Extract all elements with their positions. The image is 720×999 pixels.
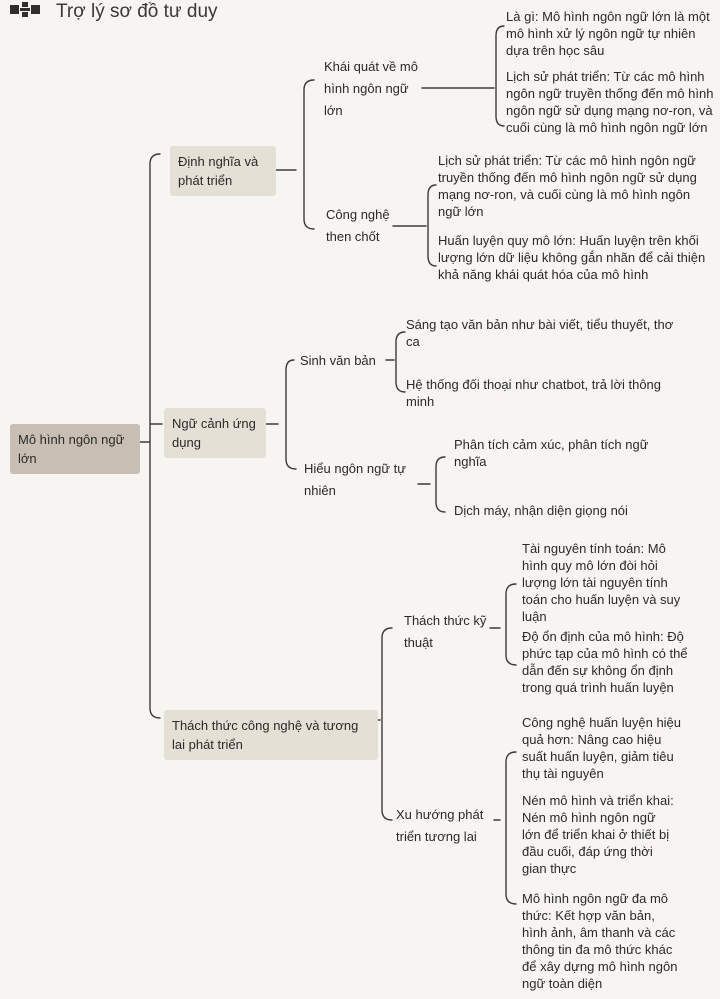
root-node[interactable]: Mô hình ngôn ngữ lớn <box>10 424 140 474</box>
root-label: Mô hình ngôn ngữ lớn <box>18 432 125 466</box>
leaf-what-is-llm[interactable]: Là gì: Mô hình ngôn ngữ lớn là một mô hì… <box>506 8 711 59</box>
node-future-trends[interactable]: Xu hướng phát triển tương lai <box>396 804 498 848</box>
leaf-translation-speech[interactable]: Dịch máy, nhận diện giọng nói <box>454 502 704 519</box>
leaf-text: Là gì: Mô hình ngôn ngữ lớn là một mô hì… <box>506 9 710 58</box>
node-key-technology[interactable]: Công nghệ then chốt <box>326 204 400 248</box>
branch-applications[interactable]: Ngữ cảnh ứng dụng <box>164 408 266 458</box>
branch-challenges-future[interactable]: Thách thức công nghệ và tương lai phát t… <box>164 710 378 760</box>
leaf-creative-writing[interactable]: Sáng tạo văn bản như bài viết, tiểu thuy… <box>406 316 676 350</box>
node-text-generation[interactable]: Sinh văn bản <box>300 352 392 369</box>
leaf-model-stability[interactable]: Độ ổn định của mô hình: Độ phức tạp của … <box>522 628 692 696</box>
node-label: Thách thức kỹ thuật <box>404 613 487 650</box>
node-nlu[interactable]: Hiểu ngôn ngữ tự nhiên <box>304 458 416 502</box>
leaf-text: Tài nguyên tính toán: Mô hình quy mô lớn… <box>522 541 681 624</box>
leaf-compute-resources[interactable]: Tài nguyên tính toán: Mô hình quy mô lớn… <box>522 540 692 625</box>
leaf-text: Huấn luyện quy mô lớn: Huấn luyện trên k… <box>438 233 706 282</box>
leaf-model-compression[interactable]: Nén mô hình và triển khai: Nén mô hình n… <box>522 792 677 877</box>
node-technical-challenges[interactable]: Thách thức kỹ thuật <box>404 610 492 654</box>
branch-label: Ngữ cảnh ứng dụng <box>172 416 256 450</box>
leaf-text: Phân tích cảm xúc, phân tích ngữ nghĩa <box>454 437 649 469</box>
leaf-efficient-training[interactable]: Công nghệ huấn luyện hiệu quả hơn: Nâng … <box>522 714 687 782</box>
leaf-text: Dịch máy, nhận diện giọng nói <box>454 503 628 518</box>
branch-label: Thách thức công nghệ và tương lai phát t… <box>172 718 359 752</box>
leaf-text: Mô hình ngôn ngữ đa mô thức: Kết hợp văn… <box>522 891 678 991</box>
leaf-text: Sáng tạo văn bản như bài viết, tiểu thuy… <box>406 317 674 349</box>
leaf-large-scale-training[interactable]: Huấn luyện quy mô lớn: Huấn luyện trên k… <box>438 232 708 283</box>
leaf-multimodal[interactable]: Mô hình ngôn ngữ đa mô thức: Kết hợp văn… <box>522 890 682 992</box>
leaf-text: Độ ổn định của mô hình: Độ phức tạp của … <box>522 629 688 695</box>
leaf-dialogue-systems[interactable]: Hệ thống đối thoại như chatbot, trả lời … <box>406 376 676 410</box>
leaf-text: Công nghệ huấn luyện hiệu quả hơn: Nâng … <box>522 715 682 781</box>
leaf-text: Hệ thống đối thoại như chatbot, trả lời … <box>406 377 662 409</box>
leaf-sentiment-analysis[interactable]: Phân tích cảm xúc, phân tích ngữ nghĩa <box>454 436 684 470</box>
leaf-text: Lịch sử phát triển: Từ các mô hình ngôn … <box>506 69 714 135</box>
node-label: Hiểu ngôn ngữ tự nhiên <box>304 461 406 498</box>
branch-definition-development[interactable]: Định nghĩa và phát triển <box>170 146 276 196</box>
app-header: Trợ lý sơ đồ tư duy <box>8 0 218 24</box>
leaf-text: Lịch sử phát triển: Từ các mô hình ngôn … <box>438 153 697 219</box>
node-label: Khái quát về mô hình ngôn ngữ lớn <box>324 59 418 118</box>
node-label: Sinh văn bản <box>300 353 376 368</box>
leaf-text: Nén mô hình và triển khai: Nén mô hình n… <box>522 793 674 876</box>
app-title: Trợ lý sơ đồ tư duy <box>56 1 218 22</box>
node-label: Xu hướng phát triển tương lai <box>396 807 484 844</box>
mindmap-logo-icon <box>8 0 42 25</box>
node-label: Công nghệ then chốt <box>326 207 390 244</box>
leaf-history-2[interactable]: Lịch sử phát triển: Từ các mô hình ngôn … <box>438 152 708 220</box>
leaf-history-1[interactable]: Lịch sử phát triển: Từ các mô hình ngôn … <box>506 68 716 136</box>
node-llm-overview[interactable]: Khái quát về mô hình ngôn ngữ lớn <box>324 56 422 122</box>
branch-label: Định nghĩa và phát triển <box>178 154 259 188</box>
